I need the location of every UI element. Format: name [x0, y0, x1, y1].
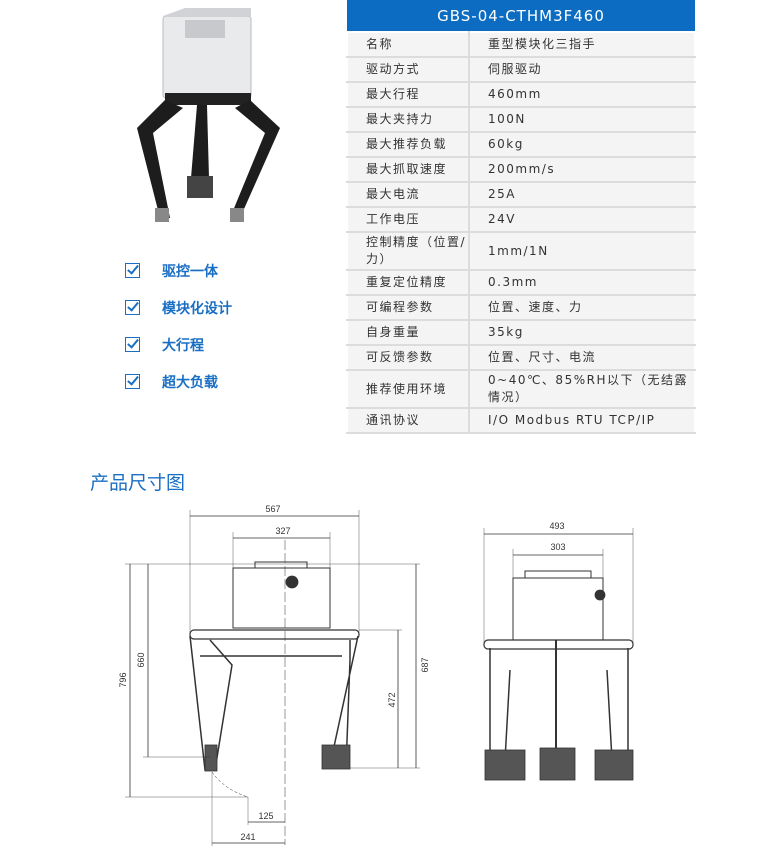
- spec-value: 0.3mm: [468, 269, 696, 296]
- feature-item: 模块化设计: [125, 289, 232, 326]
- spec-value: 200mm/s: [468, 156, 696, 183]
- spec-label: 最大电流: [346, 181, 470, 208]
- checkbox-checked-icon: [125, 263, 140, 278]
- spec-value: 60kg: [468, 131, 696, 158]
- spec-value: 35kg: [468, 319, 696, 346]
- spec-row: 可编程参数位置、速度、力: [346, 294, 696, 321]
- spec-value: 1mm/1N: [468, 231, 696, 271]
- feature-label: 驱控一体: [162, 263, 218, 280]
- dim-label: 125: [258, 811, 273, 821]
- spec-value: 24V: [468, 206, 696, 233]
- spec-label: 通讯协议: [346, 407, 470, 434]
- spec-table-title: GBS-04-CTHM3F460: [347, 0, 695, 32]
- spec-label: 最大抓取速度: [346, 156, 470, 183]
- spec-value: I/O Modbus RTU TCP/IP: [468, 407, 696, 434]
- spec-label: 可反馈参数: [346, 344, 470, 371]
- side-view-drawing: 493 303: [483, 521, 634, 781]
- spec-row: 可反馈参数位置、尺寸、电流: [346, 344, 696, 371]
- product-photo: [137, 8, 280, 222]
- section-title: 产品尺寸图: [90, 472, 186, 494]
- spec-row: 驱动方式伺服驱动: [346, 56, 696, 83]
- spec-value: 100N: [468, 106, 696, 133]
- checkbox-checked-icon: [125, 300, 140, 315]
- feature-item: 超大负载: [125, 363, 232, 400]
- spec-row: 名称重型模块化三指手: [346, 31, 696, 58]
- feature-list: 驱控一体 模块化设计 大行程 超大负载: [125, 252, 232, 400]
- spec-label: 重复定位精度: [346, 269, 470, 296]
- spec-value: 重型模块化三指手: [468, 31, 696, 58]
- dim-label: 567: [265, 504, 280, 514]
- dim-label: 687: [420, 657, 430, 672]
- spec-label: 推荐使用环境: [346, 369, 470, 409]
- checkbox-checked-icon: [125, 337, 140, 352]
- front-view-drawing: 567 327 796 660 687 472 125 241: [118, 504, 430, 846]
- spec-label: 控制精度（位置/力）: [346, 231, 470, 271]
- spec-label: 最大推荐负载: [346, 131, 470, 158]
- spec-label: 自身重量: [346, 319, 470, 346]
- spec-value: 25A: [468, 181, 696, 208]
- spec-label: 工作电压: [346, 206, 470, 233]
- feature-item: 驱控一体: [125, 252, 232, 289]
- feature-item: 大行程: [125, 326, 232, 363]
- spec-value: 位置、尺寸、电流: [468, 344, 696, 371]
- dim-label: 796: [118, 672, 128, 687]
- spec-value: 460mm: [468, 81, 696, 108]
- spec-label: 最大行程: [346, 81, 470, 108]
- spec-label: 可编程参数: [346, 294, 470, 321]
- dim-label: 327: [275, 526, 290, 536]
- feature-label: 大行程: [162, 337, 204, 354]
- spec-row: 控制精度（位置/力）1mm/1N: [346, 231, 696, 271]
- feature-label: 超大负载: [162, 374, 218, 391]
- spec-label: 名称: [346, 31, 470, 58]
- spec-value: 位置、速度、力: [468, 294, 696, 321]
- dim-label: 660: [136, 652, 146, 667]
- spec-label: 驱动方式: [346, 56, 470, 83]
- dim-label: 493: [549, 521, 564, 531]
- dim-label: 472: [387, 692, 397, 707]
- spec-value: 伺服驱动: [468, 56, 696, 83]
- spec-value: 0~40℃、85%RH以下（无结露情况）: [468, 369, 696, 409]
- spec-label: 最大夹持力: [346, 106, 470, 133]
- dim-label: 303: [550, 542, 565, 552]
- feature-label: 模块化设计: [162, 300, 232, 317]
- checkbox-checked-icon: [125, 374, 140, 389]
- dim-label: 241: [240, 832, 255, 842]
